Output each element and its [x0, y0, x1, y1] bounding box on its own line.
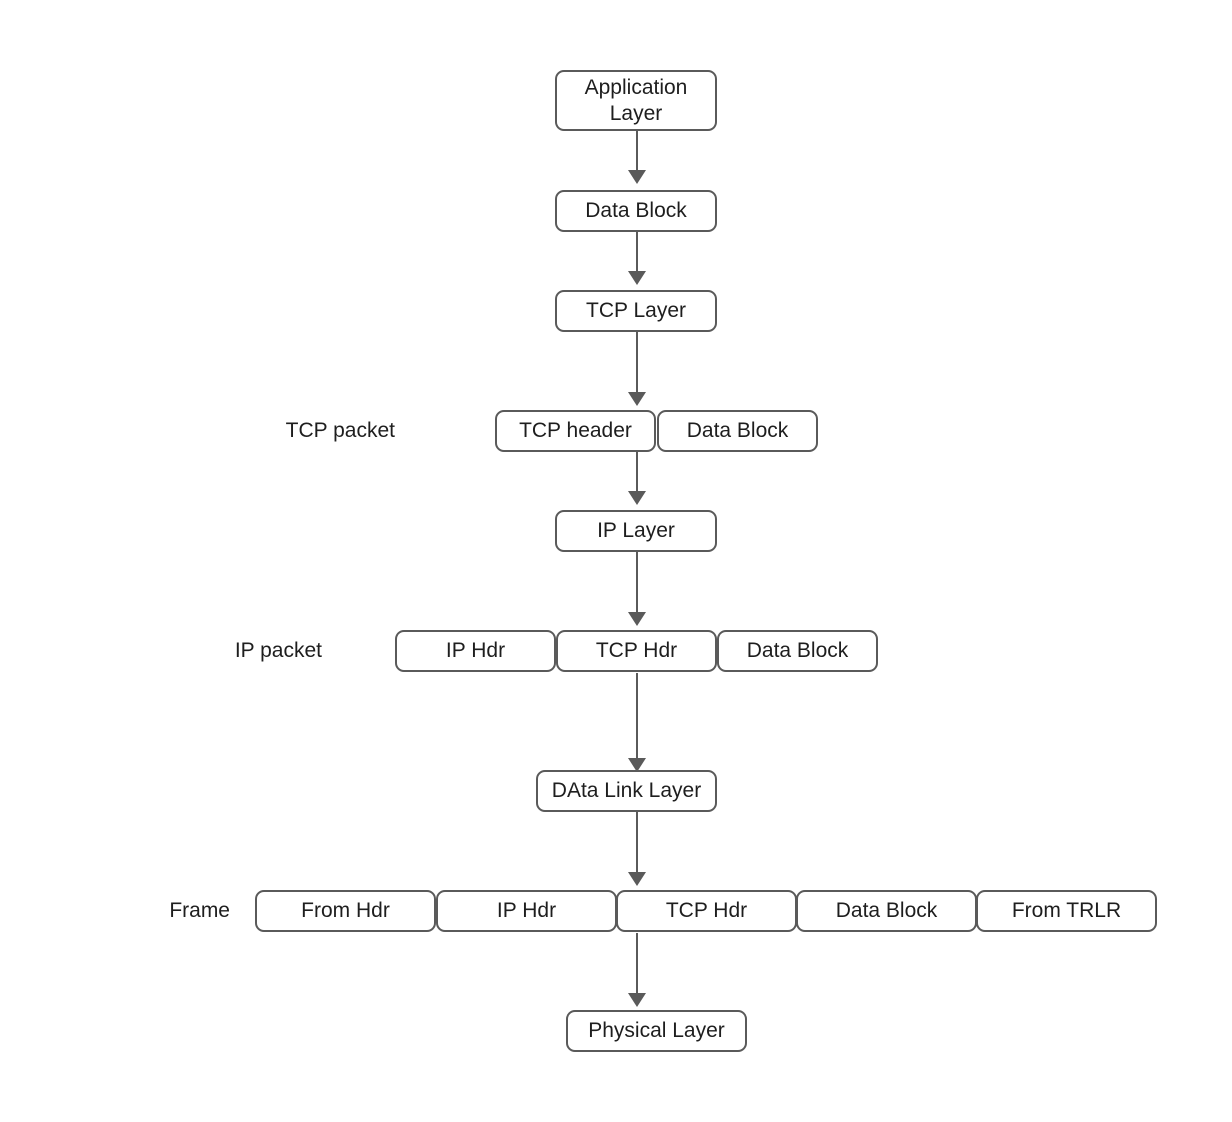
- frame-segment-ip-hdr[interactable]: IP Hdr: [436, 890, 617, 932]
- node-application-layer[interactable]: Application Layer: [555, 70, 717, 131]
- node-ip-layer[interactable]: IP Layer: [555, 510, 717, 552]
- node-physical-layer[interactable]: Physical Layer: [566, 1010, 747, 1052]
- frame-segment-from-trlr[interactable]: From TRLR: [976, 890, 1157, 932]
- row-label-frame: Frame: [169, 899, 230, 923]
- row-label-tcp-packet: TCP packet: [285, 419, 395, 443]
- ip-packet-segment-ip-hdr[interactable]: IP Hdr: [395, 630, 556, 672]
- frame-segment-data-block[interactable]: Data Block: [796, 890, 977, 932]
- node-tcp-layer[interactable]: TCP Layer: [555, 290, 717, 332]
- frame-segment-tcp-hdr[interactable]: TCP Hdr: [616, 890, 797, 932]
- node-data-block[interactable]: Data Block: [555, 190, 717, 232]
- frame-segment-from-hdr[interactable]: From Hdr: [255, 890, 436, 932]
- tcp-packet-segment-tcp-header[interactable]: TCP header: [495, 410, 656, 452]
- tcp-packet-segment-data-block[interactable]: Data Block: [657, 410, 818, 452]
- ip-packet-segment-data-block[interactable]: Data Block: [717, 630, 878, 672]
- node-data-link-layer[interactable]: DAta Link Layer: [536, 770, 717, 812]
- ip-packet-segment-tcp-hdr[interactable]: TCP Hdr: [556, 630, 717, 672]
- row-label-ip-packet: IP packet: [234, 639, 322, 663]
